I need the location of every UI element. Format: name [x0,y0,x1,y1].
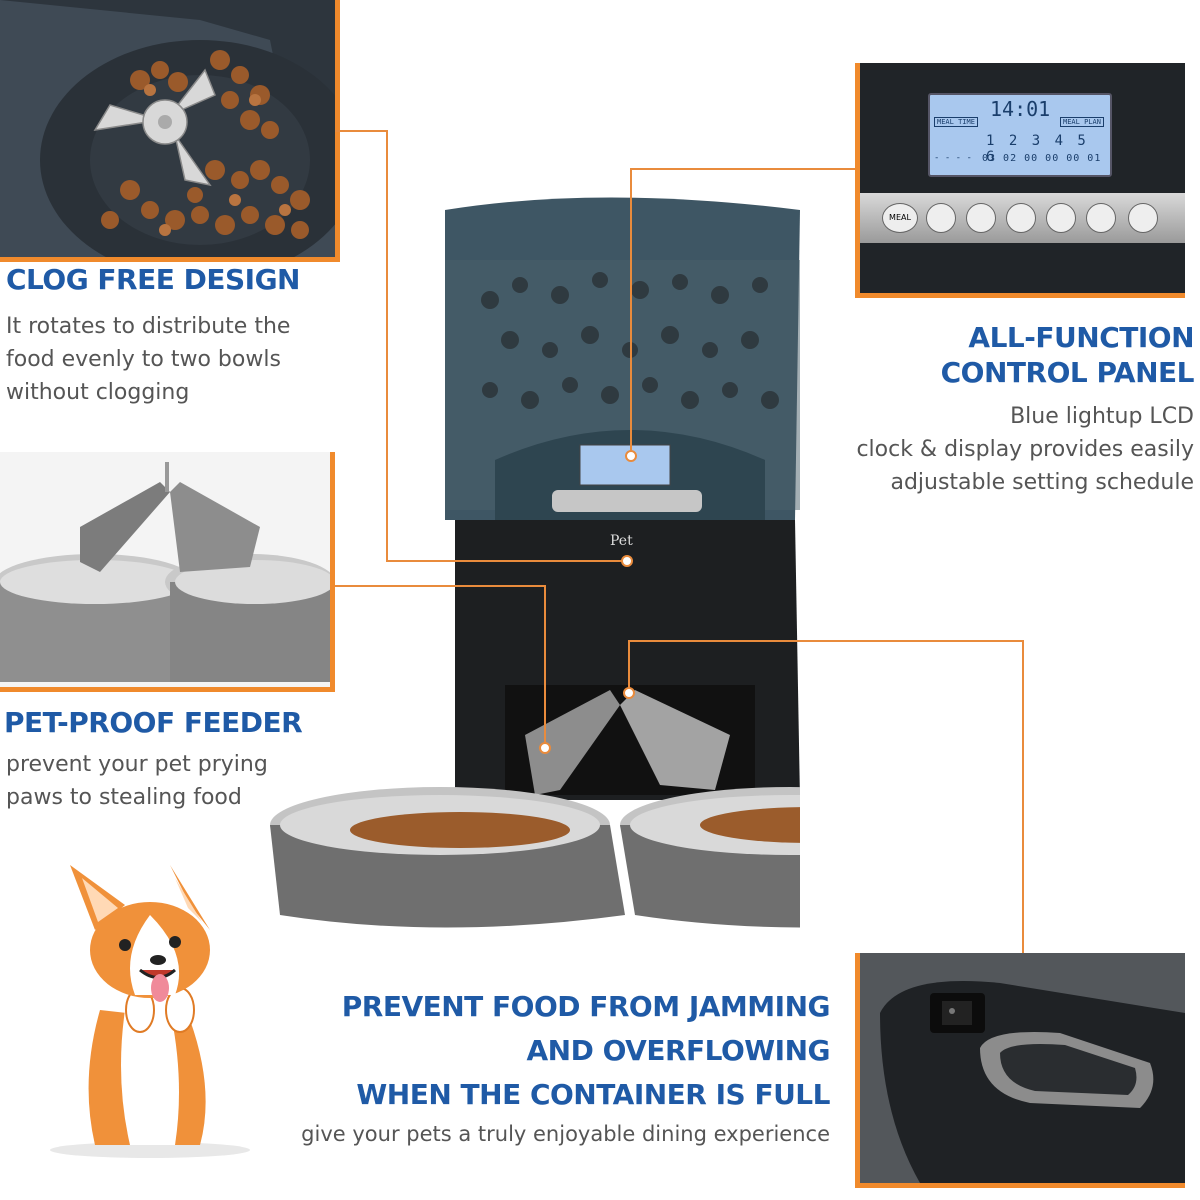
connector-line [630,168,855,170]
corgi-illustration [50,865,250,1158]
connector-line [628,640,1024,642]
control-panel-desc-line: Blue lightup LCD [1010,404,1194,429]
pet-proof-desc-line: paws to stealing food [6,785,242,810]
clock-button[interactable] [1086,203,1116,233]
connector-line [1022,640,1024,955]
lcd-meal-plan-label: MEAL PLAN [1060,117,1104,127]
lcd-screen: 14:01 MEAL TIME MEAL PLAN 1 2 3 4 5 6 - … [928,93,1112,177]
pet-proof-title: PET-PROOF FEEDER [4,706,303,739]
power-switch-photo-panel [855,953,1185,1188]
lcd-dashes: - - - - [934,153,972,163]
lcd-time: 14:01 [990,97,1051,121]
connector-line [628,640,630,690]
hour-button[interactable] [1006,203,1036,233]
clog-free-desc-line: It rotates to distribute the [6,314,291,339]
control-panel-desc-line: adjustable setting schedule [890,470,1194,495]
minute-button[interactable] [1046,203,1076,233]
pet-proof-photo-panel [0,452,335,692]
bowl-button[interactable] [926,203,956,233]
control-panel-title-line: ALL-FUNCTION [968,321,1194,354]
connector-line [630,168,632,453]
connector-dot [625,450,637,462]
brand-logo: Pet [610,533,633,549]
feeder-product-image: Pet [270,197,800,928]
connector-line [335,585,545,587]
connector-line [386,130,388,560]
control-panel-description: Blue lightup LCD clock & display provide… [856,400,1194,499]
connector-dot [539,742,551,754]
control-panel-photo-panel: 14:01 MEAL TIME MEAL PLAN 1 2 3 4 5 6 - … [855,63,1185,298]
mic-button[interactable] [1128,203,1158,233]
clog-free-title: CLOG FREE DESIGN [6,263,300,296]
pet-proof-desc-line: prevent your pet prying [6,752,268,777]
prevent-jam-title-line: PREVENT FOOD FROM JAMMING [341,990,831,1023]
clog-free-photo-panel [0,0,340,262]
hand-button[interactable] [966,203,996,233]
prevent-jam-title: PREVENT FOOD FROM JAMMING AND OVERFLOWIN… [341,985,831,1117]
control-panel-title: ALL-FUNCTION CONTROL PANEL [940,320,1195,390]
connector-dot [623,687,635,699]
connector-line [335,130,387,132]
prevent-jam-title-line: WHEN THE CONTAINER IS FULL [356,1078,830,1111]
clog-free-description: It rotates to distribute the food evenly… [6,310,290,409]
rotor-illustration [0,0,335,257]
meal-button[interactable]: MEAL [882,203,918,233]
connector-line [544,585,546,745]
control-button-strip: MEAL [860,193,1185,243]
chute-illustration [0,452,330,687]
connector-dot [621,555,633,567]
lcd-meals: 1 2 3 4 5 6 [986,133,1089,165]
clog-free-desc-line: without clogging [6,380,190,405]
power-switch-illustration [860,953,1185,1183]
lcd-meal-time-label: MEAL TIME [934,117,978,127]
pet-proof-description: prevent your pet prying paws to stealing… [6,748,268,814]
clog-free-desc-line: food evenly to two bowls [6,347,281,372]
prevent-jam-description: give your pets a truly enjoyable dining … [301,1122,830,1146]
prevent-jam-title-line: AND OVERFLOWING [526,1034,831,1067]
connector-line [386,560,626,562]
lcd-portions: 03 02 00 00 00 01 [982,153,1102,164]
control-panel-title-line: CONTROL PANEL [940,356,1195,389]
control-panel-desc-line: clock & display provides easily [856,437,1194,462]
